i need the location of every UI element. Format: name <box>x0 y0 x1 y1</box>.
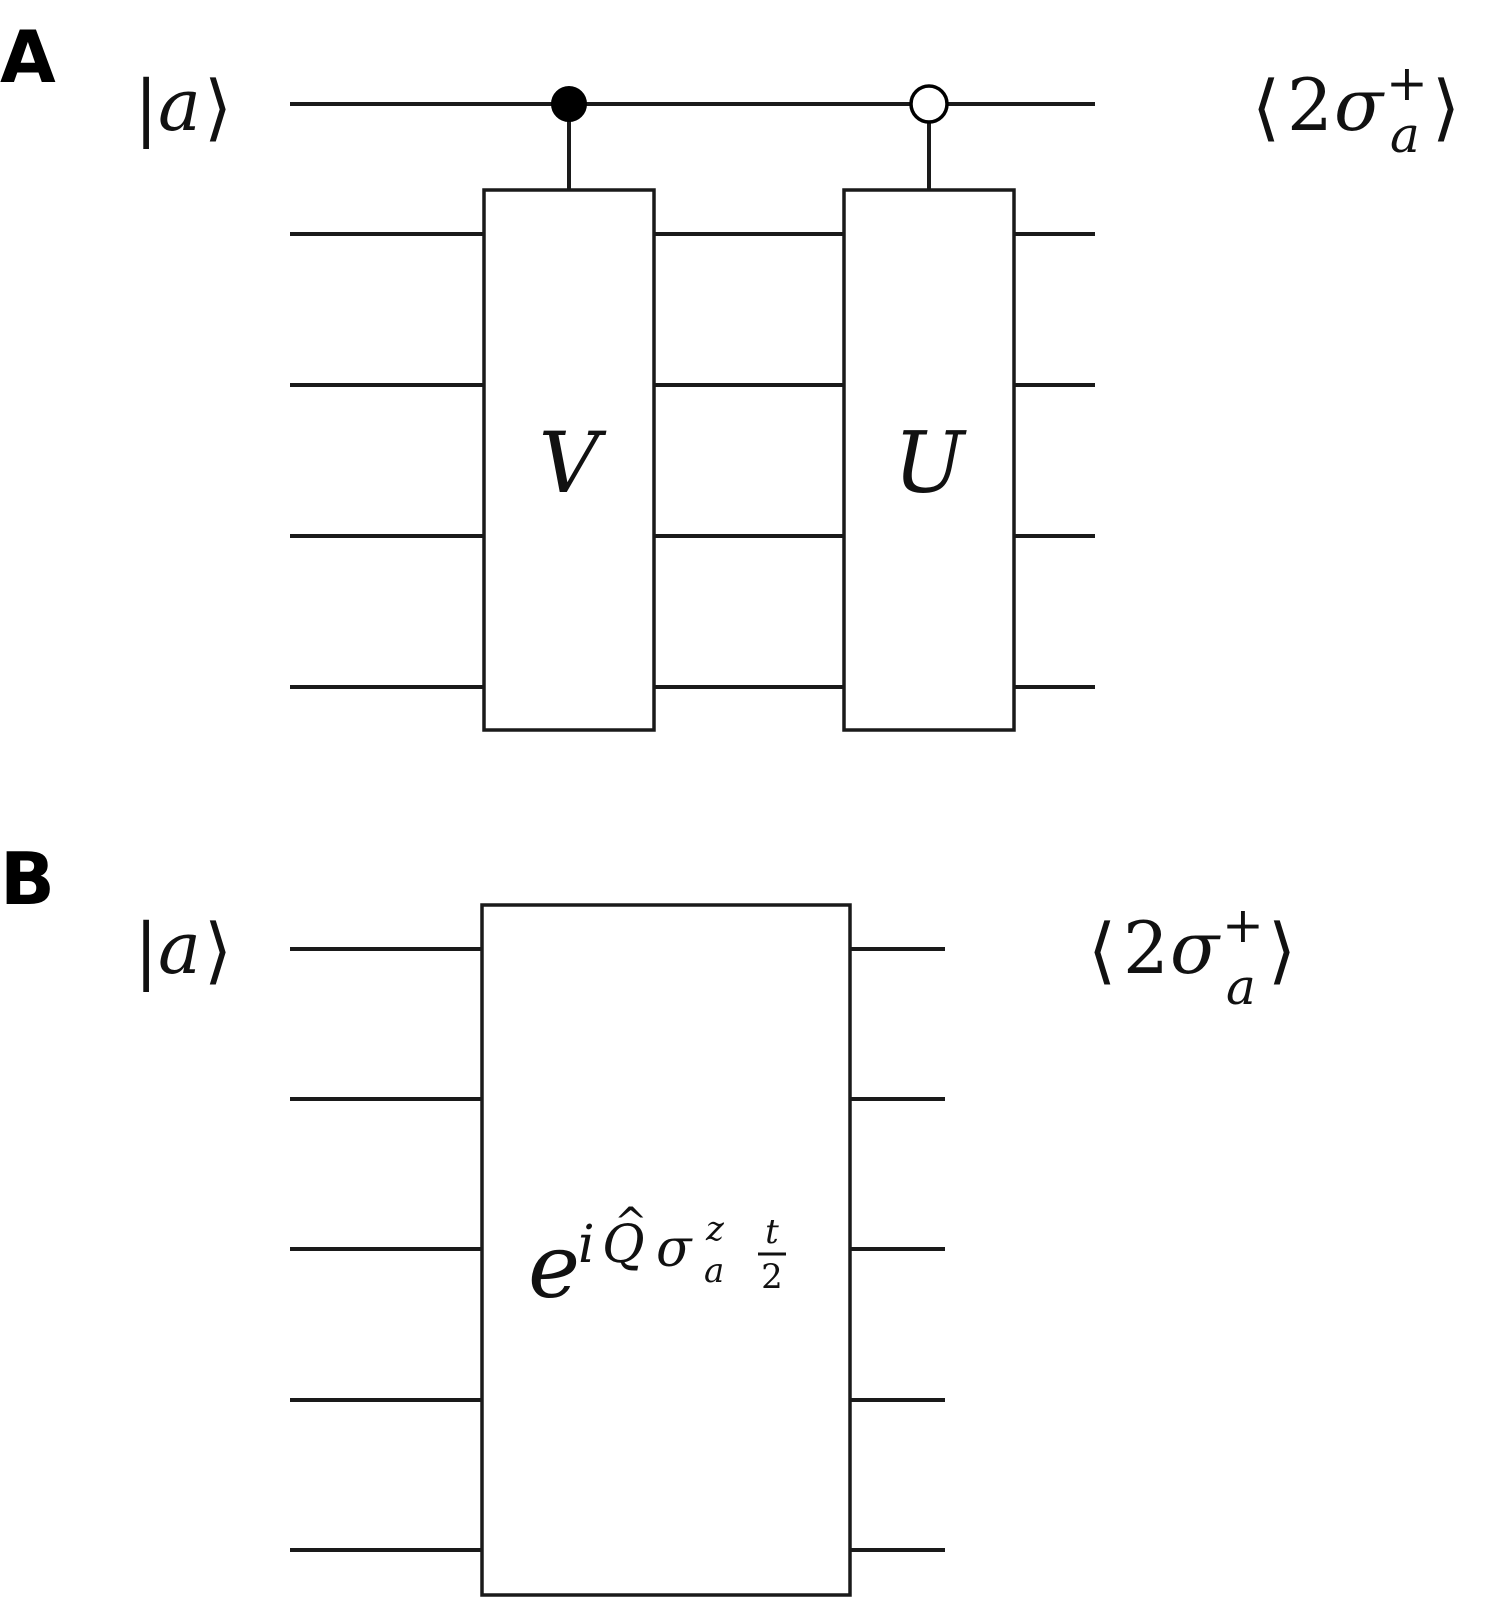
exp-gate-exp-sigma-sub: a <box>704 1251 724 1291</box>
panel-b-output-expectation: ⟨ 2 σ + a ⟩ <box>1088 896 1296 1016</box>
panel-b-out-open: ⟨ <box>1088 908 1116 992</box>
exp-gate-exp-sigma-sup: z <box>705 1209 725 1249</box>
exp-gate-frac-denominator: 2 <box>761 1257 783 1297</box>
exp-gate-exp-hat: ^ <box>614 1200 648 1246</box>
exp-gate-exp-i: i <box>578 1215 595 1275</box>
panel-b-label: B <box>0 837 55 921</box>
panel-a-ket-bracket: ⟩ <box>204 65 232 149</box>
gate-u-label: U <box>894 414 968 512</box>
exp-gate-base: e <box>528 1215 580 1318</box>
panel-b-out-sup: + <box>1222 896 1264 954</box>
panel-a-output-expectation: ⟨ 2 σ + a ⟩ <box>1252 54 1460 164</box>
panel-a-out-open: ⟨ <box>1252 65 1280 149</box>
panel-b-ket-symbol: a <box>158 906 201 990</box>
panel-a-out-coef: 2 <box>1287 63 1333 147</box>
exp-gate-box <box>480 903 852 1597</box>
panel-b-ket-bracket: ⟩ <box>204 908 232 992</box>
panel-b: B | a ⟩ e i ^ Q σ z a t <box>0 837 1296 1597</box>
panel-a-out-sup: + <box>1386 54 1428 112</box>
gate-u-open-control-dot <box>909 84 949 124</box>
panel-a-ket-bar: | <box>134 65 158 149</box>
panel-a-input-ket: | a ⟩ <box>134 63 232 149</box>
panel-b-out-close: ⟩ <box>1268 908 1296 992</box>
panel-a-out-close: ⟩ <box>1432 65 1460 149</box>
exp-gate: e i ^ Q σ z a t 2 <box>480 903 852 1597</box>
exp-gate-exp-q: Q <box>602 1215 645 1275</box>
panel-a-ket-symbol: a <box>158 63 201 147</box>
gate-v: V <box>482 86 656 732</box>
panel-a: A | a ⟩ V U ⟨ <box>0 15 1460 732</box>
gate-v-label: V <box>539 414 607 512</box>
panel-a-out-sub: a <box>1390 106 1420 164</box>
gate-v-filled-control-dot <box>551 86 587 122</box>
gate-u: U <box>842 84 1016 732</box>
panel-a-label: A <box>0 15 56 99</box>
panel-b-out-coef: 2 <box>1123 906 1169 990</box>
panel-b-out-sub: a <box>1226 958 1256 1016</box>
exp-gate-formula: e i ^ Q σ z a t 2 <box>528 1200 786 1318</box>
gate-u-box <box>842 188 1016 732</box>
exp-gate-frac-numerator: t <box>765 1212 779 1252</box>
panel-a-out-sigma: σ <box>1334 63 1385 147</box>
panel-b-ket-bar: | <box>134 908 158 992</box>
gate-v-box <box>482 188 656 732</box>
panel-b-input-ket: | a ⟩ <box>134 906 232 992</box>
panel-b-out-sigma: σ <box>1170 906 1221 990</box>
exp-gate-exp-sigma: σ <box>656 1219 693 1279</box>
